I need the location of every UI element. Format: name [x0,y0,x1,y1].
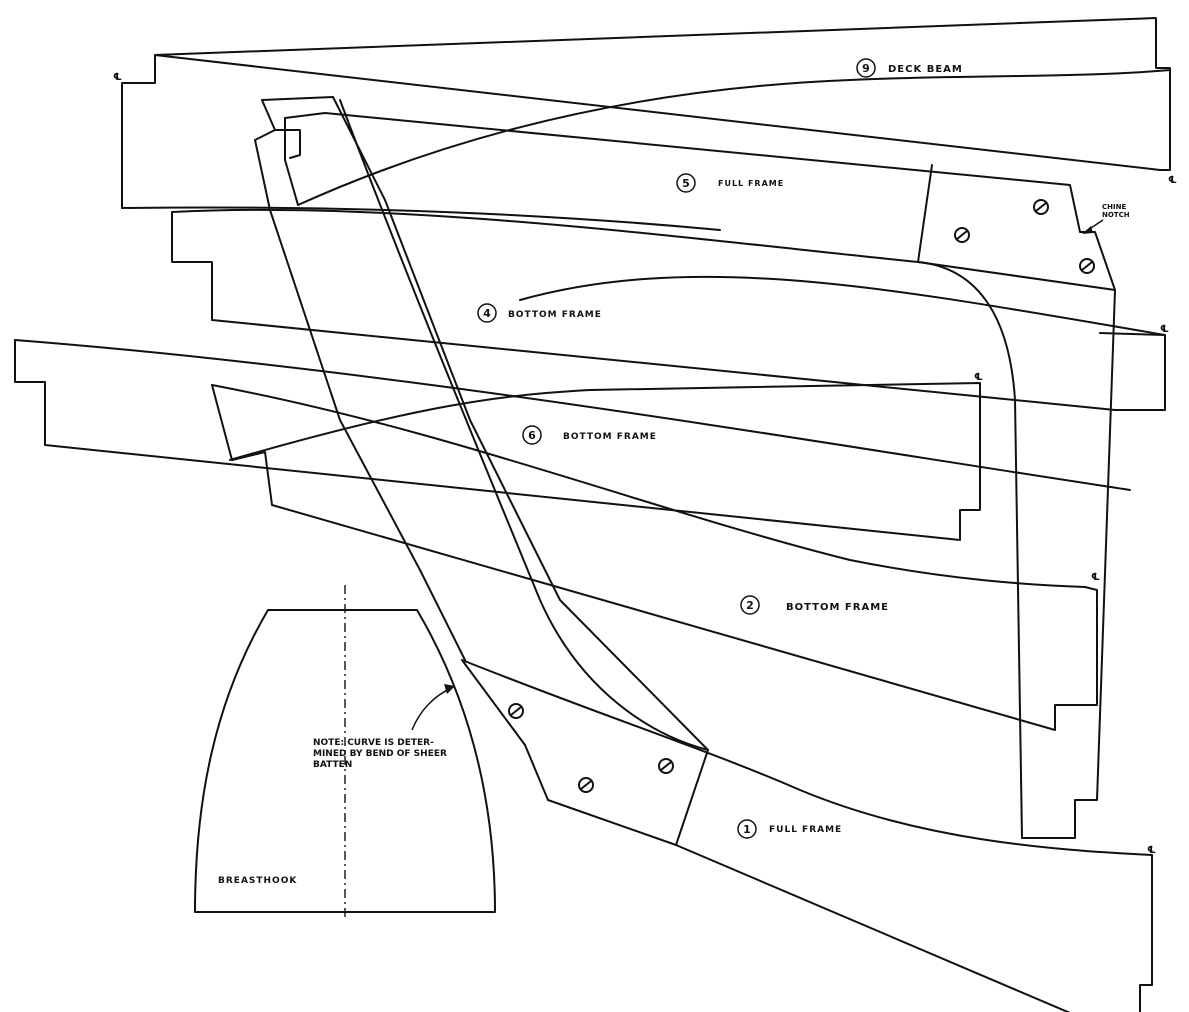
frame-6-number: 6 [528,429,536,442]
frame-2-label: BOTTOM FRAME [786,602,889,613]
chine-notch-leader [1082,219,1104,234]
deck-beam-label: DECK BEAM [888,64,963,75]
diagonal-member-outline [254,96,709,751]
note-leader-arrow [411,684,455,731]
full-frame-5-outline [284,69,1171,291]
frame-1-label: FULL FRAME [769,825,842,835]
full-frame-1-outline [461,659,1153,1012]
note-line-1: NOTE: CURVE IS DETER- [313,738,434,748]
frame-5-number: 5 [682,177,690,190]
frame-5-label: FULL FRAME [718,179,784,188]
bottom-frame-6-outline [14,339,1131,541]
chine-notch-label-1: CHINE [1102,203,1126,211]
breasthook-outline [194,585,496,918]
note-line-3: BATTEN [313,760,352,770]
screw-group-5 [954,199,1095,274]
deck-beam-9-outline [121,17,1171,231]
centerline-mark: ℄ [1091,572,1100,583]
centerline-mark: ℄ [974,372,983,383]
screw-group-1 [508,703,674,793]
deck-beam-number: 9 [862,62,870,75]
centerline-mark: ℄ [1168,175,1177,186]
centerline-mark: ℄ [1160,324,1169,335]
bottom-frame-4-outline [171,208,1166,839]
frame-4-number: 4 [483,307,491,320]
centerline-mark: ℄ [113,72,122,83]
frame-6-label: BOTTOM FRAME [563,432,657,442]
note-line-2: MINED BY BEND OF SHEER [313,749,447,759]
centerline-mark: ℄ [1147,845,1156,856]
frame-4-label: BOTTOM FRAME [508,310,602,320]
frame-1-number: 1 [743,823,751,836]
bottom-frame-2-outline [211,384,1098,731]
part-number-circles [477,58,876,839]
chine-notch-label-2: NOTCH [1102,211,1130,219]
breasthook-label: BREASTHOOK [218,876,297,886]
frame-2-number: 2 [746,599,754,612]
